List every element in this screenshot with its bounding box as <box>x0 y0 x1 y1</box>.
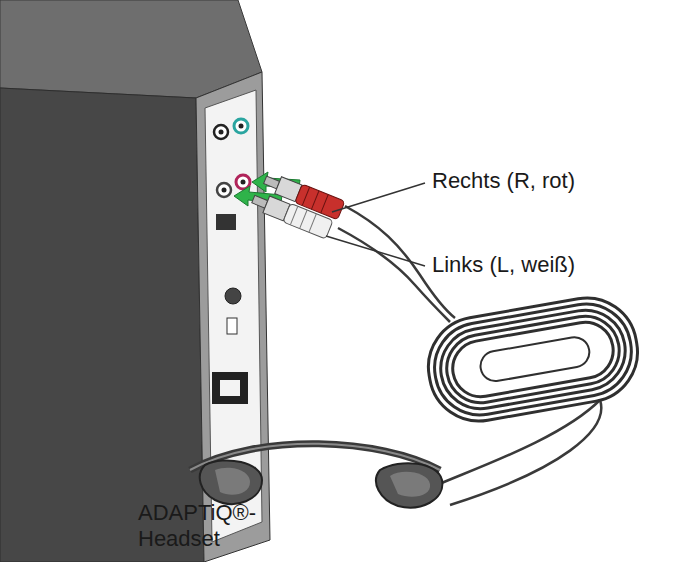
device-top <box>0 0 262 98</box>
white-jack <box>217 183 231 197</box>
cable-coil <box>421 290 646 429</box>
jack-hole <box>219 130 224 135</box>
power-socket-inner <box>220 380 240 396</box>
headset <box>190 444 442 508</box>
jack-hole <box>239 124 244 129</box>
switch <box>227 318 237 334</box>
callout-label: Rechts (R, rot) <box>432 168 672 194</box>
callout-label: Links (L, weiß) <box>432 252 672 278</box>
teal-jack <box>234 119 248 133</box>
round-port <box>225 288 241 304</box>
rca-plug-white <box>250 190 334 239</box>
black-jack <box>214 125 228 139</box>
jack-hole <box>222 188 227 193</box>
device-back <box>196 72 270 562</box>
part-label: ADAPTiQ®- Headset <box>138 500 258 552</box>
data-port <box>216 214 236 230</box>
power-socket <box>212 372 248 404</box>
jack-hole <box>241 180 246 185</box>
leader-line <box>332 183 425 212</box>
device-side <box>0 88 204 562</box>
cable-headset <box>430 400 600 488</box>
leader-line <box>326 236 425 266</box>
